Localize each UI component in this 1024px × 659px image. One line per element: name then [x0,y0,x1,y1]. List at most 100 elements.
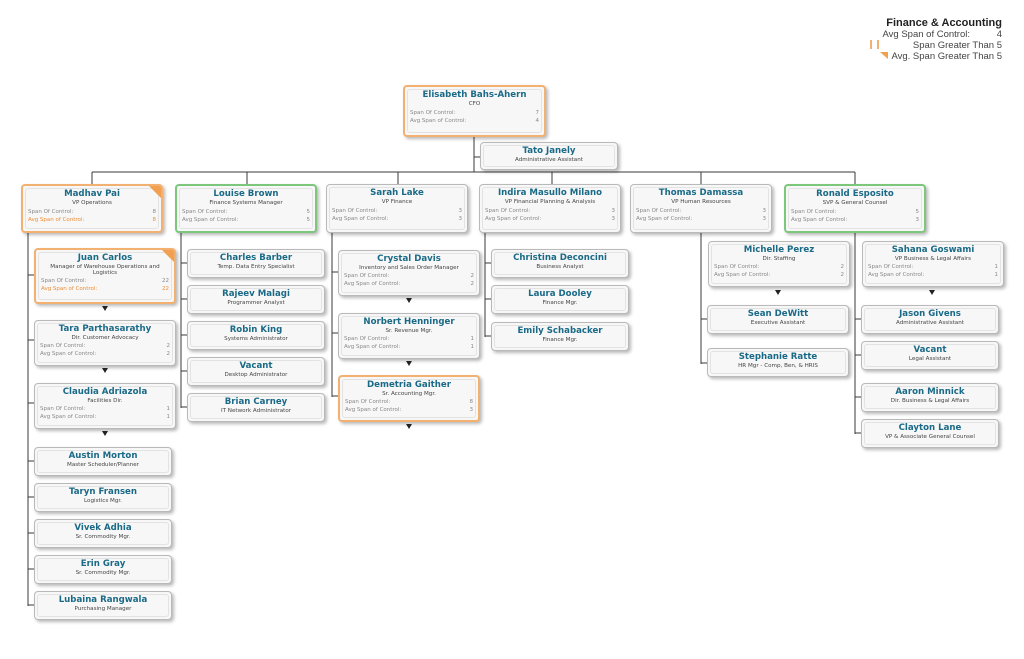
node-vacant-legal-assistant[interactable]: Vacant Legal Assistant [861,341,999,370]
avg-span-value: 3 [458,216,463,223]
avg-span-value: 8 [152,217,157,224]
node-name: Vacant [239,361,273,371]
span-of-control-row: Span Of Control:7 [410,110,539,117]
node-taryn-fransen[interactable]: Taryn Fransen Logistics Mgr. [34,483,172,512]
node-norbert-henninger[interactable]: Norbert Henninger Sr. Revenue Mgr. Span … [338,313,480,359]
avg-span-indicator [162,250,174,262]
expand-arrow-icon[interactable] [929,290,935,295]
node-emily-schabacker[interactable]: Emily Schabacker Finance Mgr. [491,322,629,351]
node-title: Administrative Assistant [896,320,964,326]
node-madhav-pai[interactable]: Madhav Pai VP Operations Span Of Control… [21,184,163,233]
legend-orange-corner-swatch [880,52,889,59]
node-erin-gray[interactable]: Erin Gray Sr. Commodity Mgr. [34,555,172,584]
node-name: Thomas Damassa [658,188,744,198]
node-name: Lubaina Rangwala [58,595,148,605]
node-name: Vacant [913,345,947,355]
legend-avg-label: Avg Span of Control: [882,29,971,40]
node-tato-janely[interactable]: Tato Janely Administrative Assistant [480,142,618,170]
node-tara-parthasarathy[interactable]: Tara Parthasarathy Dir. Customer Advocac… [34,320,176,366]
node-title: Logistics Mgr. [84,498,122,504]
node-name: Taryn Fransen [68,487,138,497]
expand-arrow-icon[interactable] [775,290,781,295]
span-value: 3 [762,208,767,215]
node-name: Demetria Gaither [367,380,451,390]
node-louise-brown[interactable]: Louise Brown Finance Systems Manager Spa… [175,184,317,233]
node-robin-king[interactable]: Robin King Systems Administrator [187,321,325,350]
node-title: VP Financial Planning & Analysis [504,199,596,205]
span-of-control-row: Span Of Control:3 [332,208,462,215]
avg-span-value: 5 [306,217,311,224]
expand-arrow-icon[interactable] [102,306,108,311]
avg-span-row: Avg Span of Control:1 [40,414,170,421]
span-value: 2 [840,264,845,271]
node-brian-carney[interactable]: Brian Carney IT Network Administrator [187,393,325,422]
node-name: Indira Masullo Milano [497,188,603,198]
node-christina-deconcini[interactable]: Christina Deconcini Business Analyst [491,249,629,278]
node-title: Finance Mgr. [542,300,578,306]
span-value: 1 [994,264,999,271]
node-thomas-damassa[interactable]: Thomas Damassa VP Human Resources Span O… [630,184,772,233]
node-name: Stephanie Ratte [738,352,818,362]
node-lubaina-rangwala[interactable]: Lubaina Rangwala Purchasing Manager [34,591,172,620]
avg-span-row: Avg Span of Control:2 [344,281,475,288]
legend-span-greater-row: Span Greater Than 5 [869,40,1002,51]
legend-avg-value: 4 [996,29,1002,40]
node-title: Master Scheduler/Planner [67,462,139,468]
avg-span-indicator [149,186,161,198]
node-name: Crystal Davis [377,254,441,264]
node-vivek-adhia[interactable]: Vivek Adhia Sr. Commodity Mgr. [34,519,172,548]
avg-span-row: Avg Span of Control:3 [636,216,766,223]
node-name: Sarah Lake [370,188,424,198]
node-name: Aaron Minnick [895,387,965,397]
node-claudia-adriazola[interactable]: Claudia Adriazola Facilities Dir. Span O… [34,383,176,429]
node-laura-dooley[interactable]: Laura Dooley Finance Mgr. [491,285,629,314]
node-jason-givens[interactable]: Jason Givens Administrative Assistant [861,305,999,334]
avg-span-value: 1 [470,344,475,351]
node-stephanie-ratte[interactable]: Stephanie Ratte HR Mgr - Comp, Ben, & HR… [707,348,849,377]
avg-span-row: Avg Span of Control:3 [332,216,463,223]
node-ronald-esposito[interactable]: Ronald Esposito SVP & General Counsel Sp… [784,184,926,233]
span-of-control-row: Span Of Control:1 [868,264,999,271]
node-crystal-davis[interactable]: Crystal Davis Inventory and Sales Order … [338,250,480,296]
node-name: Louise Brown [213,189,279,199]
span-value: 8 [152,209,157,216]
node-austin-morton[interactable]: Austin Morton Master Scheduler/Planner [34,447,172,476]
expand-arrow-icon[interactable] [102,368,108,373]
avg-span-row: Avg Span of Control:22 [41,285,169,292]
avg-span-row: Avg Span of Control:5 [182,217,311,224]
node-clayton-lane[interactable]: Clayton Lane VP & Associate General Coun… [861,419,999,448]
node-rajeev-malagi[interactable]: Rajeev Malagi Programmer Analyst [187,285,325,314]
node-name: Elisabeth Bahs-Ahern [422,90,527,100]
node-aaron-minnick[interactable]: Aaron Minnick Dir. Business & Legal Affa… [861,383,999,412]
span-of-control-row: Span Of Control:2 [714,264,845,271]
span-of-control-row: Span Of Control:2 [40,343,170,350]
node-title: Finance Systems Manager [209,200,283,206]
node-title: Administrative Assistant [515,157,583,163]
node-name: Vivek Adhia [74,523,132,533]
avg-span-value: 2 [470,281,475,288]
expand-arrow-icon[interactable] [406,361,412,366]
expand-arrow-icon[interactable] [406,424,412,429]
span-value: 2 [470,273,475,280]
avg-span-row: Avg Span of Control:4 [410,118,539,125]
node-sarah-lake[interactable]: Sarah Lake VP Finance Span Of Control:3 … [326,184,468,233]
node-elisabeth-bahs-ahern[interactable]: Elisabeth Bahs-Ahern CFO Span Of Control… [403,85,546,137]
node-indira-masullo-milano[interactable]: Indira Masullo Milano VP Financial Plann… [479,184,621,233]
node-michelle-perez[interactable]: Michelle Perez Dir. Staffing Span Of Con… [708,241,850,287]
node-name: Clayton Lane [898,423,962,433]
node-demetria-gaither[interactable]: Demetria Gaither Sr. Accounting Mgr. Spa… [338,375,480,422]
node-name: Robin King [229,325,283,335]
node-sahana-goswami[interactable]: Sahana Goswami VP Business & Legal Affai… [862,241,1004,287]
node-sean-dewitt[interactable]: Sean DeWitt Executive Assistant [707,305,849,334]
node-title: Dir. Customer Advocacy [71,335,139,341]
node-charles-barber[interactable]: Charles Barber Temp. Data Entry Speciali… [187,249,325,278]
avg-span-value: 3 [611,216,616,223]
node-juan-carlos[interactable]: Juan Carlos Manager of Warehouse Operati… [34,248,176,304]
node-title: Sr. Accounting Mgr. [382,391,436,397]
expand-arrow-icon[interactable] [102,431,108,436]
legend-avg-span-row: Avg Span of Control: 4 [870,29,1003,40]
avg-span-row: Avg Span of Control:1 [344,344,475,351]
expand-arrow-icon[interactable] [406,298,412,303]
node-vacant-desktop-administrator[interactable]: Vacant Desktop Administrator [187,357,325,386]
